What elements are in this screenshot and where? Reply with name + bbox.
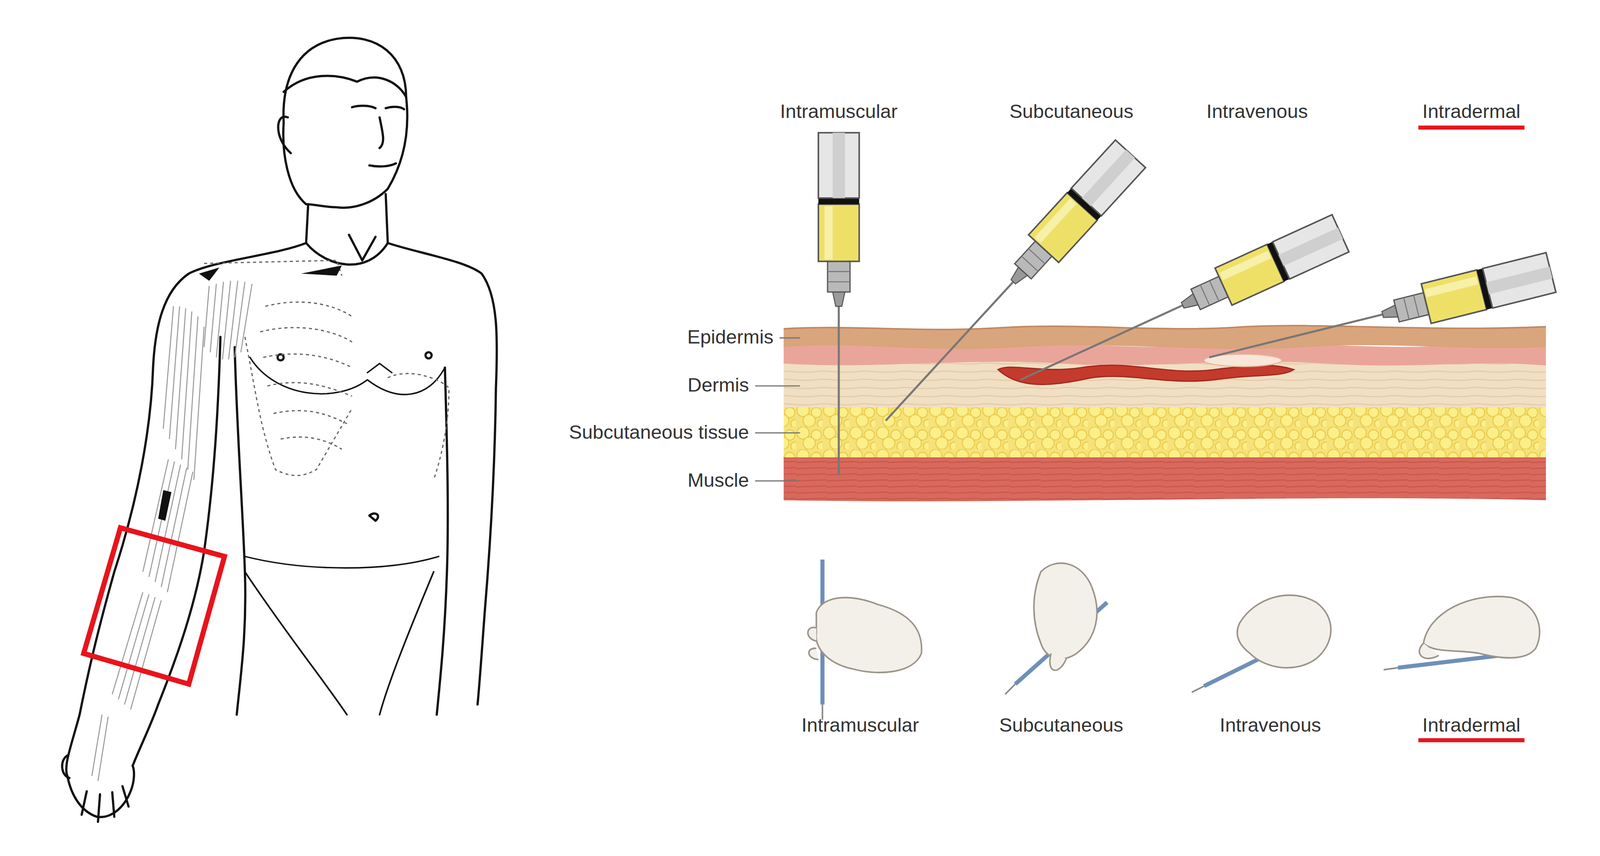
highlight-underline xyxy=(1418,127,1525,740)
syringe-intramuscular xyxy=(818,132,859,475)
arm-muscle-hatching xyxy=(91,280,253,781)
layer-label: Dermis xyxy=(687,375,749,397)
hand-intradermal xyxy=(1383,596,1540,670)
muscle-attachments xyxy=(158,265,343,521)
layer-label: Muscle xyxy=(687,469,749,492)
method-heading: Intravenous xyxy=(1206,101,1308,124)
syringe-intravenous xyxy=(1020,214,1350,380)
syringe-intradermal xyxy=(1209,252,1556,358)
layer-label: Subcutaneous tissue xyxy=(568,422,749,444)
layer-label: Epidermis xyxy=(687,327,774,349)
skin-cross-section xyxy=(783,325,1546,502)
method-caption: Intravenous xyxy=(1219,714,1321,737)
method-caption: Intradermal xyxy=(1422,714,1521,737)
layer-leader-lines xyxy=(755,337,801,481)
syringe-subcutaneous xyxy=(885,140,1146,421)
method-heading: Subcutaneous xyxy=(1009,101,1134,124)
highlight-box xyxy=(83,527,225,684)
human-figure xyxy=(62,37,497,822)
hand-intramuscular xyxy=(807,559,922,720)
ribcage xyxy=(204,260,449,480)
method-heading: Intradermal xyxy=(1422,101,1521,124)
method-caption: Intramuscular xyxy=(801,714,919,737)
hand-intravenous xyxy=(1191,594,1331,692)
method-caption: Subcutaneous xyxy=(999,714,1123,737)
hand-subcutaneous xyxy=(1005,562,1108,694)
method-heading: Intramuscular xyxy=(780,101,898,124)
